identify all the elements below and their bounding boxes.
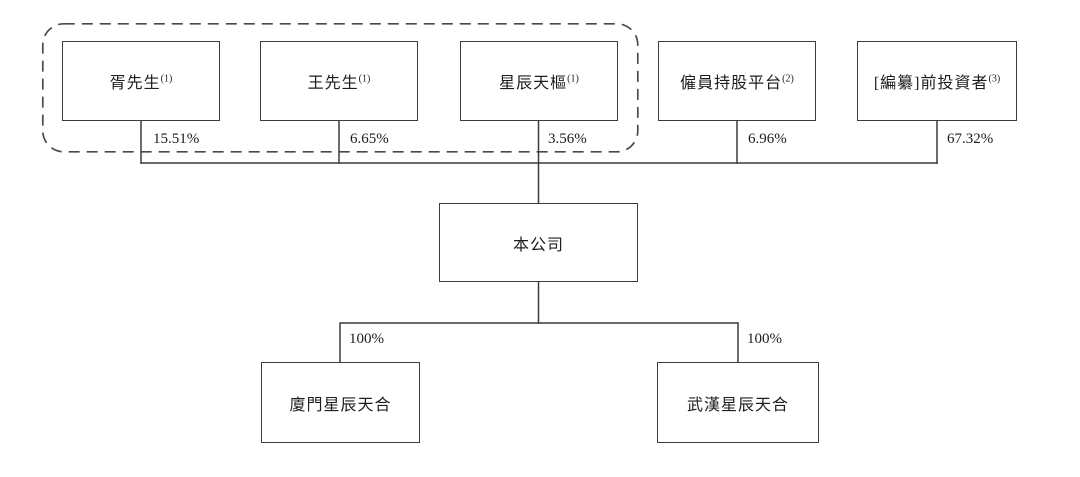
company-box: 本公司 xyxy=(439,203,638,282)
footnote-marker: (1) xyxy=(567,73,579,85)
shareholder-box-xu: 胥先生(1) xyxy=(62,41,220,121)
ownership-percent-wang: 6.65% xyxy=(350,131,389,147)
controlling-group-dashed-outline xyxy=(41,22,639,153)
shareholder-label-wang: 王先生(1) xyxy=(307,73,371,92)
shareholder-box-xingchen-tianshu: 星辰天樞(1) xyxy=(460,41,618,121)
footnote-marker: (1) xyxy=(160,73,173,85)
ownership-percent-xu: 15.51% xyxy=(153,131,200,147)
company-label: 本公司 xyxy=(512,236,564,254)
subsidiary-box-xiamen: 廈門星辰天合 xyxy=(261,362,420,443)
shareholder-label-xu: 胥先生(1) xyxy=(109,73,173,92)
subsidiary-label-wuhan: 武漢星辰天合 xyxy=(686,396,789,414)
subsidiary-label-xiamen: 廈門星辰天合 xyxy=(289,396,392,414)
shareholder-box-wang: 王先生(1) xyxy=(260,41,418,121)
ownership-percent-xingchen-tianshu: 3.56% xyxy=(548,131,587,147)
footnote-marker: (1) xyxy=(358,73,371,85)
ownership-percent-pre-investors: 67.32% xyxy=(947,131,994,147)
footnote-marker: (3) xyxy=(988,73,1001,85)
shareholder-label-xingchen-tianshu: 星辰天樞(1) xyxy=(499,73,579,92)
ownership-percent-employee-platform: 6.96% xyxy=(748,131,787,147)
ownership-percent-wuhan: 100% xyxy=(747,331,782,347)
footnote-marker: (2) xyxy=(782,73,794,85)
subsidiary-box-wuhan: 武漢星辰天合 xyxy=(657,362,819,443)
shareholder-label-pre-investors: [編纂]前投資者(3) xyxy=(873,73,1001,92)
ownership-percent-xiamen: 100% xyxy=(349,331,384,347)
shareholder-label-employee-platform: 僱員持股平台(2) xyxy=(680,73,794,92)
shareholder-box-employee-platform: 僱員持股平台(2) xyxy=(658,41,816,121)
shareholder-box-pre-investors: [編纂]前投資者(3) xyxy=(857,41,1017,121)
